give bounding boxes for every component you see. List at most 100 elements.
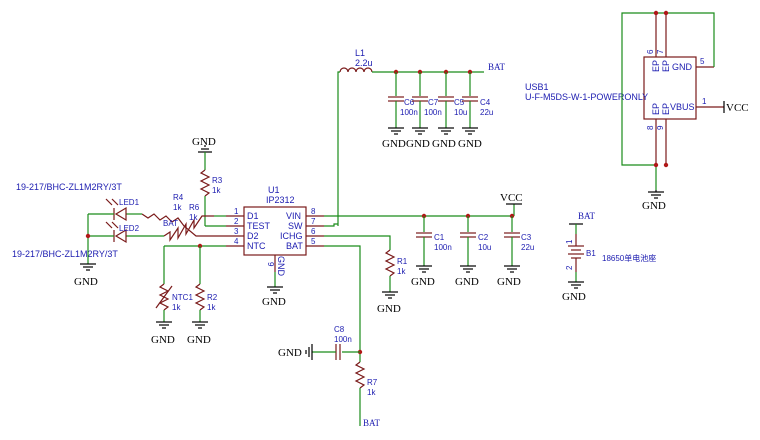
led2-ref: LED2 bbox=[119, 224, 140, 233]
r4-bat-label: BAT bbox=[163, 219, 178, 228]
b1-ref: B1 bbox=[586, 249, 596, 258]
u1-pin6-num: 6 bbox=[311, 227, 316, 236]
led1-ref: LED1 bbox=[119, 198, 140, 207]
u1-pin2-name: TEST bbox=[247, 221, 271, 231]
u1-pin3-num: 3 bbox=[234, 227, 239, 236]
c1-gnd-label: GND bbox=[411, 276, 435, 288]
led2: LED2 19-217/BHC-ZL1M2RY/3T bbox=[12, 221, 164, 259]
ntc1-ref: NTC1 bbox=[172, 293, 193, 302]
r3-resistor: GND R3 1k bbox=[192, 136, 223, 226]
led2-part: 19-217/BHC-ZL1M2RY/3T bbox=[12, 249, 118, 259]
r7-value: 1k bbox=[367, 388, 376, 397]
usb1-pin6-num: 6 bbox=[646, 49, 655, 54]
c4-gnd-label: GND bbox=[458, 138, 482, 150]
r7-ref: R7 bbox=[367, 378, 378, 387]
u1-ref: U1 bbox=[268, 185, 280, 195]
usb1-pin9-name: EP bbox=[661, 103, 671, 115]
c7-gnd-label: GND bbox=[406, 138, 430, 150]
u1-pin3-name: D2 bbox=[247, 231, 259, 241]
usb1-connector: USB1 U-F-M5DS-W-1-POWERONLY 6 7 EP EP GN… bbox=[525, 13, 749, 165]
usb1-ref: USB1 bbox=[525, 82, 549, 92]
led-gnd-label: GND bbox=[74, 276, 98, 288]
r3-gnd-label: GND bbox=[192, 136, 216, 148]
c2-gnd-label: GND bbox=[455, 276, 479, 288]
r2-gnd-label: GND bbox=[187, 334, 211, 346]
l1-ref: L1 bbox=[355, 48, 365, 58]
ntc1-gnd-label: GND bbox=[151, 334, 175, 346]
top-capacitor-bank: C6 100n GND C7 100n GND C5 10u GND C4 22… bbox=[382, 69, 493, 150]
r2-value: 1k bbox=[207, 303, 216, 312]
r4-resistor: R4 1k BAT bbox=[141, 193, 226, 237]
c6-gnd-label: GND bbox=[382, 138, 406, 150]
b1-pin2: 2 bbox=[565, 265, 574, 270]
usb1-wires: GND bbox=[621, 10, 715, 212]
c5-ref: C5 bbox=[454, 98, 465, 107]
c7-value: 100n bbox=[424, 108, 442, 117]
u1-pin8-name: VIN bbox=[286, 211, 301, 221]
r3-ref: R3 bbox=[212, 176, 223, 185]
ntc-row: NTC1 1k GND R2 1k GND bbox=[151, 243, 226, 346]
vin-net: VCC C1 100n GND C2 10u GND C3 22u GND bbox=[324, 192, 534, 288]
usb1-pin1-num: 1 bbox=[702, 97, 707, 106]
vcc-net-label: VCC bbox=[500, 192, 523, 204]
usb1-pin7-name: EP bbox=[661, 60, 671, 72]
c3-ref: C3 bbox=[521, 233, 532, 242]
r6-resistor: R6 1k bbox=[163, 203, 226, 242]
c1-ref: C1 bbox=[434, 233, 445, 242]
c3-value: 22u bbox=[521, 243, 534, 252]
u1-pin5-num: 5 bbox=[311, 237, 316, 246]
u1-pin1-num: 1 bbox=[234, 207, 239, 216]
usb1-vcc-label: VCC bbox=[726, 102, 749, 114]
bat-net-label-r7: BAT bbox=[363, 418, 381, 428]
r1-value: 1k bbox=[397, 267, 406, 276]
b1-gnd-label: GND bbox=[562, 291, 586, 303]
c6-value: 100n bbox=[400, 108, 418, 117]
u1-pin1-name: D1 bbox=[247, 211, 259, 221]
inductor-l1: L1 2.2u bbox=[339, 48, 373, 73]
c8-ref: C8 bbox=[334, 325, 345, 334]
u1-pin2-num: 2 bbox=[234, 217, 239, 226]
r3-value: 1k bbox=[212, 186, 221, 195]
usb1-gnd-symbol bbox=[648, 190, 664, 199]
bat-net-label-top: BAT bbox=[488, 62, 506, 72]
led1: LED1 19-217/BHC-ZL1M2RY/3T bbox=[16, 182, 142, 222]
led1-part: 19-217/BHC-ZL1M2RY/3T bbox=[16, 182, 122, 192]
usb1-pin6-name: EP bbox=[651, 60, 661, 72]
c5-value: 10u bbox=[454, 108, 467, 117]
u1-pin4-num: 4 bbox=[234, 237, 239, 246]
r4-ref: R4 bbox=[173, 193, 184, 202]
r1-gnd-label: GND bbox=[377, 303, 401, 315]
b1-desc: 18650单电池座 bbox=[602, 253, 656, 263]
r6-ref: R6 bbox=[189, 203, 200, 212]
usb1-pin9-num: 9 bbox=[656, 125, 665, 130]
u1-pin5-name: BAT bbox=[286, 241, 303, 251]
usb1-pin1-name: VBUS bbox=[670, 102, 695, 112]
r1-ref: R1 bbox=[397, 257, 408, 266]
battery-b1: BAT 1 2 B1 18650单电池座 GND bbox=[562, 211, 656, 303]
u1-pin8-num: 8 bbox=[311, 207, 316, 216]
c4-value: 22u bbox=[480, 108, 493, 117]
usb1-pin5-name: GND bbox=[672, 62, 693, 72]
b1-pin1: 1 bbox=[565, 239, 574, 244]
u1-pin7-num: 7 bbox=[311, 217, 316, 226]
u1-ic: U1 IP2312 1 2 3 4 D1 TEST D2 NTC 8 7 6 5… bbox=[226, 185, 324, 308]
u1-pin6-name: ICHG bbox=[280, 231, 303, 241]
usb1-pin8-num: 8 bbox=[646, 125, 655, 130]
u1-pin4-name: NTC bbox=[247, 241, 266, 251]
led-gnd: GND bbox=[74, 214, 98, 288]
bat-sense-branch: GND C8 100n R7 1k BAT bbox=[278, 245, 381, 428]
c7-ref: C7 bbox=[428, 98, 439, 107]
usb1-gnd-label: GND bbox=[642, 200, 666, 212]
c6-ref: C6 bbox=[404, 98, 415, 107]
usb1-pin7-num: 7 bbox=[656, 49, 665, 54]
c4-ref: C4 bbox=[480, 98, 491, 107]
c1-value: 100n bbox=[434, 243, 452, 252]
r4-value: 1k bbox=[173, 203, 182, 212]
c8-value: 100n bbox=[334, 335, 352, 344]
b1-bat-label: BAT bbox=[578, 211, 596, 221]
u1-pin9-name: GND bbox=[276, 256, 286, 277]
u1-pin7-name: SW bbox=[288, 221, 303, 231]
c3-gnd-label: GND bbox=[497, 276, 521, 288]
u1-gnd-label: GND bbox=[262, 296, 286, 308]
